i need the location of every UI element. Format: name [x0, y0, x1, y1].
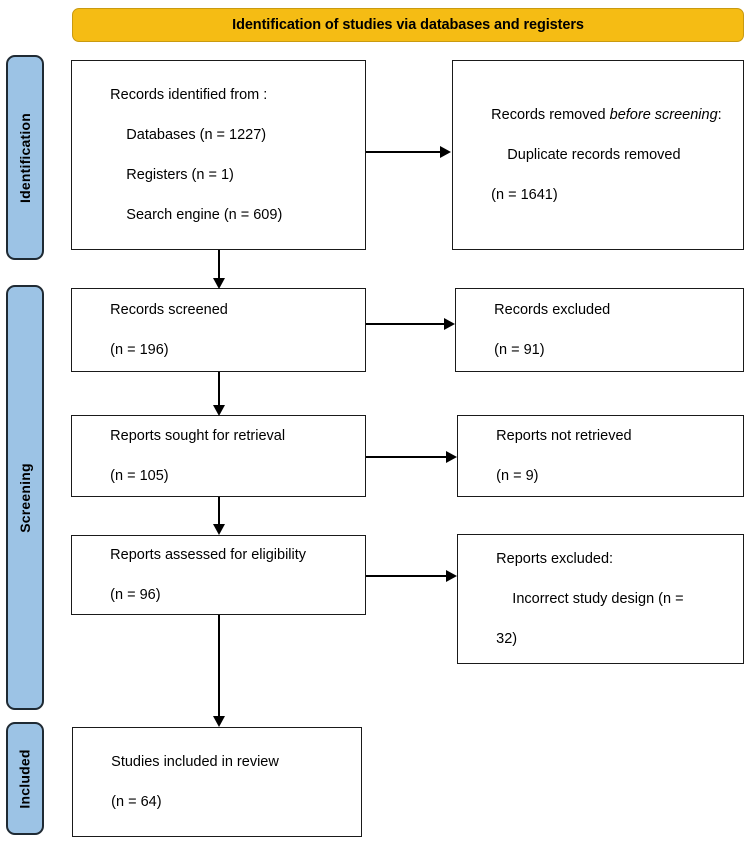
stage-label-screening: Screening — [17, 462, 33, 533]
connector-sought-to-not-retrieved — [366, 456, 446, 458]
connector-screened-to-sought — [218, 372, 220, 405]
records-excluded-line-1: Records excluded — [494, 302, 611, 318]
records-removed-lead: Records removed — [491, 107, 610, 123]
stage-pill-identification: Identification — [6, 55, 44, 260]
node-records-screened: Records screened (n = 196) — [71, 288, 366, 372]
node-records-excluded: Records excluded (n = 91) — [455, 288, 744, 372]
stage-pill-screening: Screening — [6, 285, 44, 710]
reports-excluded-line-2: Incorrect study design (n = — [496, 591, 684, 607]
connector-screened-to-excluded — [366, 323, 444, 325]
records-identified-line-1: Records identified from : — [110, 87, 268, 103]
records-removed-lead-tail: : — [717, 107, 722, 123]
arrowhead-right-icon — [446, 451, 457, 463]
records-removed-line-3: (n = 1641) — [491, 187, 558, 203]
studies-included-line-2: (n = 64) — [111, 794, 162, 810]
reports-assessed-line-1: Reports assessed for eligibility — [110, 547, 307, 563]
node-reports-assessed-for-eligibility: Reports assessed for eligibility (n = 96… — [71, 535, 366, 615]
node-reports-not-retrieved: Reports not retrieved (n = 9) — [457, 415, 744, 497]
stage-label-identification: Identification — [17, 112, 34, 203]
records-identified-line-2: Databases (n = 1227) — [110, 127, 267, 143]
connector-identified-to-removed — [366, 151, 440, 153]
node-studies-included-text: Studies included in review (n = 64) — [73, 732, 279, 832]
connector-sought-to-assessed — [218, 497, 220, 524]
reports-sought-line-1: Reports sought for retrieval — [110, 428, 286, 444]
reports-assessed-line-2: (n = 96) — [110, 587, 161, 603]
node-studies-included-in-review: Studies included in review (n = 64) — [72, 727, 362, 837]
arrowhead-down-icon — [213, 716, 225, 727]
records-removed-emphasis: before screening — [609, 107, 718, 123]
records-identified-line-4: Search engine (n = 609) — [110, 207, 283, 223]
arrowhead-right-icon — [446, 570, 457, 582]
node-records-removed-before-screening: Records removed before screening: Duplic… — [452, 60, 744, 250]
node-reports-excluded-text: Reports excluded: Incorrect study design… — [458, 529, 684, 669]
node-records-excluded-text: Records excluded (n = 91) — [456, 280, 610, 380]
connector-identified-to-screened — [218, 250, 220, 278]
phase-banner-identification: Identification of studies via databases … — [72, 8, 744, 42]
arrowhead-right-icon — [444, 318, 455, 330]
arrowhead-down-icon — [213, 278, 225, 289]
reports-excluded-line-3: 32) — [496, 631, 518, 647]
records-identified-line-3: Registers (n = 1) — [110, 167, 234, 183]
arrowhead-right-icon — [440, 146, 451, 158]
arrowhead-down-icon — [213, 524, 225, 535]
records-screened-line-2: (n = 196) — [110, 342, 169, 358]
node-records-identified: Records identified from : Databases (n =… — [71, 60, 366, 250]
connector-assessed-to-included — [218, 615, 220, 716]
node-records-removed-text: Records removed before screening: Duplic… — [453, 85, 722, 225]
node-reports-assessed-text: Reports assessed for eligibility (n = 96… — [72, 525, 306, 625]
studies-included-line-1: Studies included in review — [111, 754, 279, 770]
reports-sought-line-2: (n = 105) — [110, 468, 169, 484]
node-reports-sought-for-retrieval: Reports sought for retrieval (n = 105) — [71, 415, 366, 497]
connector-assessed-to-reports-excluded — [366, 575, 446, 577]
reports-not-retrieved-line-1: Reports not retrieved — [496, 428, 632, 444]
records-removed-line-2: Duplicate records removed — [491, 147, 681, 163]
node-reports-sought-text: Reports sought for retrieval (n = 105) — [72, 406, 285, 506]
arrowhead-down-icon — [213, 405, 225, 416]
records-excluded-line-2: (n = 91) — [494, 342, 545, 358]
node-reports-not-retrieved-text: Reports not retrieved (n = 9) — [458, 406, 632, 506]
phase-banner-label: Identification of studies via databases … — [232, 17, 584, 33]
reports-not-retrieved-line-2: (n = 9) — [496, 468, 539, 484]
node-records-identified-text: Records identified from : Databases (n =… — [72, 65, 282, 245]
records-screened-line-1: Records screened — [110, 302, 228, 318]
stage-label-included: Included — [17, 748, 34, 809]
node-reports-excluded: Reports excluded: Incorrect study design… — [457, 534, 744, 664]
node-records-screened-text: Records screened (n = 196) — [72, 280, 228, 380]
reports-excluded-line-1: Reports excluded: — [496, 551, 614, 567]
stage-pill-included: Included — [6, 722, 44, 835]
